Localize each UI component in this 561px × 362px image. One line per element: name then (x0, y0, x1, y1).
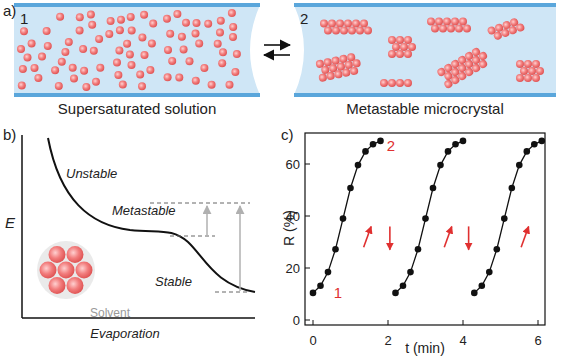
panel-letter: a) (3, 3, 16, 18)
energy-plot (22, 135, 255, 318)
state-number: 1 (20, 10, 28, 27)
tick-label: 4 (459, 334, 466, 347)
kinetics-chart (305, 133, 545, 325)
channel: 2Metastable microcrystal (294, 5, 556, 95)
axis-label: Evaporation (90, 327, 159, 340)
tick-label: 0 (309, 334, 316, 347)
panel-letter: b) (3, 127, 16, 142)
energy-level-label: Stable (155, 275, 192, 288)
panel-letter: c) (281, 127, 294, 142)
state-caption: Metastable microcrystal (294, 100, 556, 117)
tick-label: 2 (384, 334, 391, 347)
crystal-cluster (37, 241, 95, 299)
solvent-label: Solvent (90, 307, 130, 319)
tick-label: 60 (286, 158, 300, 171)
state-caption: Supersaturated solution (14, 100, 260, 117)
tick-label: 40 (286, 210, 300, 223)
state-number: 2 (300, 10, 308, 27)
axis-label: t (min) (405, 341, 445, 355)
channel-shape (14, 5, 260, 95)
tick-label: 0 (293, 314, 300, 327)
energy-level-label: Metastable (112, 204, 176, 217)
axis-label: E (5, 215, 15, 230)
channel-shape (294, 5, 556, 95)
energy-level-label: Unstable (66, 167, 117, 180)
tick-label: 20 (286, 262, 300, 275)
tick-label: 6 (534, 334, 541, 347)
state-number: 1 (334, 285, 342, 300)
state-number: 2 (387, 138, 395, 153)
channel: 1Supersaturated solution (14, 5, 260, 95)
equilibrium-arrow (264, 45, 290, 55)
